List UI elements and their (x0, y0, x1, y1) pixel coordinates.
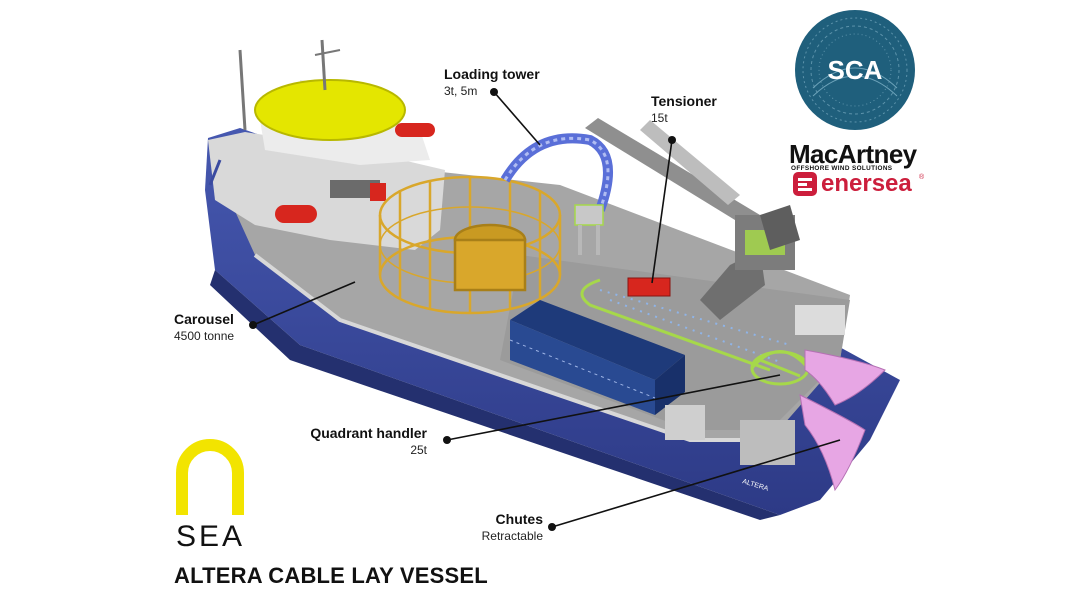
carousel-structure (378, 175, 562, 315)
callout-quadrant-handler: Quadrant handler 25t (282, 425, 427, 458)
carousel-leader (252, 281, 356, 326)
callout-tensioner: Tensioner 15t (651, 93, 717, 126)
tensioner-leader (651, 139, 673, 284)
callout-detail: 15t (651, 110, 668, 125)
enersea-logo-text: enersea (821, 170, 912, 197)
quadrant-handler-leader (446, 374, 781, 441)
tensioner-unit (627, 277, 671, 297)
helideck (254, 79, 406, 141)
enersea-mark-icon (793, 172, 817, 196)
page-title: ALTERA CABLE LAY VESSEL (174, 563, 488, 588)
callout-detail: Retractable (481, 528, 543, 543)
callout-detail: 4500 tonne (174, 328, 235, 343)
callout-lines (249, 88, 841, 531)
cable-route (580, 278, 791, 372)
callout-title: Carousel (174, 311, 234, 327)
callout-chutes: Chutes Retractable (440, 511, 543, 544)
callout-carousel: Carousel 4500 tonne (174, 311, 234, 344)
sca-badge-text: SCA (828, 55, 883, 85)
loading-tower-structure (500, 133, 613, 255)
superstructure (208, 39, 445, 250)
callout-detail: 3t, 5m (444, 83, 478, 98)
macartney-logo-text: MacArtney (789, 139, 917, 169)
loading-tower-leader (493, 91, 541, 146)
sea-logo-mark (176, 439, 244, 515)
macartney-tagline: OFFSHORE WIND SOLUTIONS (791, 165, 893, 172)
enersea-registered-mark: ® (919, 174, 925, 181)
callout-detail: 25t (410, 442, 427, 457)
container-stack (509, 300, 685, 415)
callout-title: Tensioner (651, 93, 717, 109)
callout-title: Quadrant handler (310, 425, 427, 441)
aft-deck-equipment (665, 305, 845, 465)
callout-loading-tower: Loading tower 3t, 5m (444, 66, 540, 99)
crane (585, 118, 800, 320)
sca-badge-logo: SCA (795, 10, 915, 130)
callout-title: Chutes (495, 511, 543, 527)
chutes-leader (551, 439, 841, 528)
sea-logo-text: SEA (176, 520, 246, 553)
callout-title: Loading tower (444, 66, 540, 82)
